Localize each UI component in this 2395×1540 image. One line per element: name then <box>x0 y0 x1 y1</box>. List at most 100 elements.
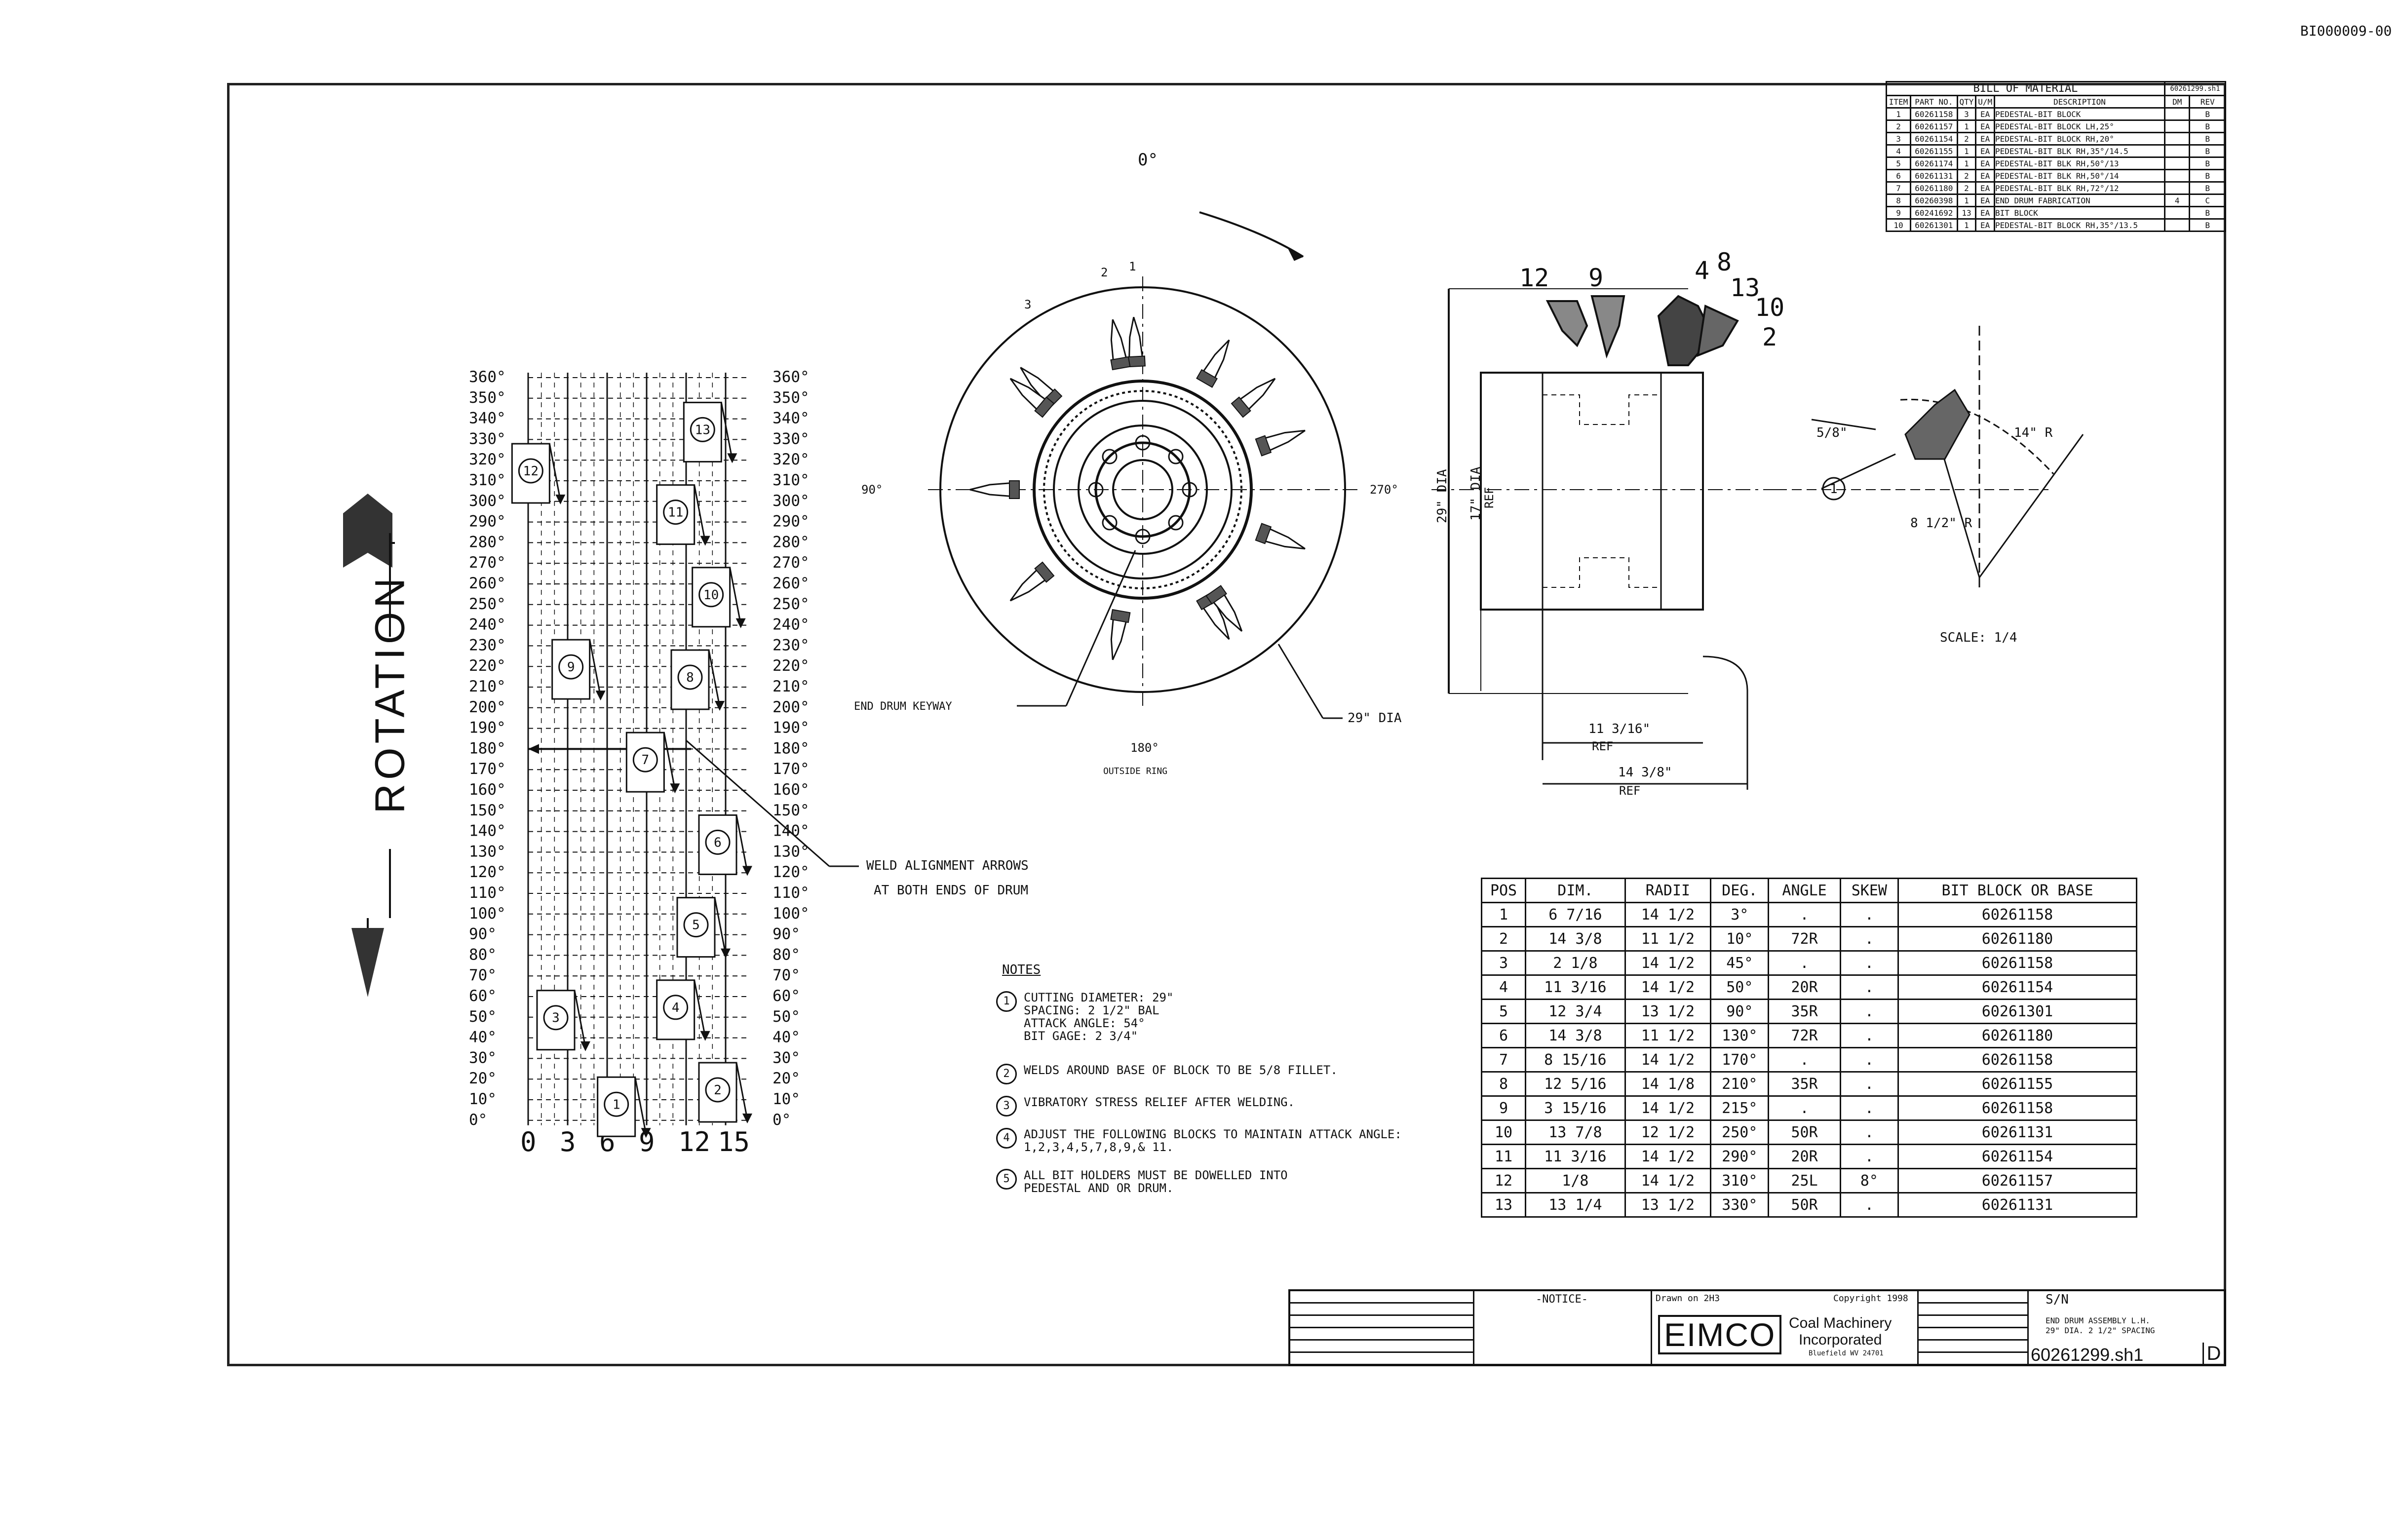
layout-marker-arrow-icon <box>595 691 606 701</box>
angle-label-left: 130° <box>469 843 506 860</box>
table-cell: 3 <box>1480 950 1527 976</box>
angle-label-left: 100° <box>469 905 506 923</box>
table-cell: 1 <box>1956 193 1977 207</box>
layout-marker-arrow-icon <box>641 1128 651 1138</box>
angle-label-left: 160° <box>469 781 506 799</box>
table-cell: PEDESTAL-BIT BLK RH,50°/13 <box>1994 156 2165 170</box>
layout-marker-circle <box>698 582 724 608</box>
drum-dia-label: 29" DIA <box>1348 711 1402 726</box>
table-cell: . <box>1839 999 1899 1024</box>
table-cell <box>2163 169 2191 183</box>
layout-marker-arrow-icon <box>700 1031 710 1041</box>
table-cell <box>2163 144 2191 158</box>
drum-bit-holders <box>969 317 1306 660</box>
table-cell: 7 <box>1885 181 1912 195</box>
layout-marker-circle <box>518 458 543 484</box>
x-axis-label: 12 <box>678 1126 710 1157</box>
pos-table-header: POS <box>1480 878 1527 903</box>
angle-label-right: 70° <box>773 966 800 984</box>
side-callout-12: 12 <box>1519 264 1549 292</box>
company-line3: Bluefield WV 24701 <box>1809 1349 1884 1357</box>
revision-grid <box>1290 1291 1474 1364</box>
table-cell: . <box>1839 1071 1899 1097</box>
drum-bit-13 <box>1196 339 1230 388</box>
angle-label-left: 110° <box>469 884 506 902</box>
layout-marker-1: 1 <box>597 1076 651 1138</box>
pos-table-header: DEG. <box>1710 878 1770 903</box>
layout-marker-arrow-icon <box>715 701 725 711</box>
layout-marker-5: 5 <box>676 897 731 959</box>
dia-leader <box>1277 644 1343 719</box>
table-cell: EA <box>1975 169 1995 183</box>
table-cell: 60261157 <box>1910 119 1958 133</box>
table-cell: 14 3/8 <box>1525 926 1626 952</box>
drum-bit-num-2: 2 <box>1101 266 1108 279</box>
table-cell: 60261155 <box>1897 1071 2138 1097</box>
table-cell: 11 1/2 <box>1624 926 1712 952</box>
drawing-border <box>227 83 2226 1366</box>
side-dia-29: 29" DIA <box>1435 469 1450 523</box>
drum-bit-base <box>1034 561 1055 583</box>
angle-label-left: 320° <box>469 451 506 468</box>
angle-label-right: 40° <box>773 1029 800 1046</box>
table-cell: 11 3/16 <box>1525 1144 1626 1169</box>
table-cell: 12 3/4 <box>1525 999 1626 1024</box>
drum-top-label: 0° <box>1138 150 1158 170</box>
layout-marker-leader <box>714 897 727 955</box>
angle-label-left: 240° <box>469 616 506 634</box>
table-cell: 60261158 <box>1897 902 2138 927</box>
angle-label-right: 150° <box>773 802 810 819</box>
table-cell: B <box>2189 206 2226 220</box>
drum-bit-base <box>1110 356 1131 371</box>
table-cell: 11 1/2 <box>1624 1023 1712 1048</box>
table-cell: 35R <box>1768 1071 1841 1097</box>
table-cell: . <box>1839 1119 1899 1145</box>
drum-bit-10 <box>1255 523 1306 550</box>
note-3-number: 3 <box>996 1096 1017 1116</box>
table-cell: 10° <box>1710 926 1770 952</box>
layout-marker-number: 7 <box>642 753 650 768</box>
table-cell: 6 <box>1480 1023 1527 1048</box>
layout-marker-2: 2 <box>698 1062 752 1123</box>
table-cell: 60261174 <box>1910 156 1958 170</box>
layout-marker-leader <box>574 990 586 1047</box>
table-cell: 1 <box>1885 107 1912 121</box>
table-cell: 20R <box>1768 1144 1841 1169</box>
table-cell: 3 <box>1885 132 1912 146</box>
layout-marker-6: 6 <box>698 814 752 876</box>
drum-bottom-label: 180° <box>1130 741 1159 755</box>
table-cell: 3° <box>1710 902 1770 927</box>
rotation-arrow-icon <box>343 494 395 997</box>
table-cell: . <box>1839 1144 1899 1169</box>
layout-marker-7: 7 <box>625 732 680 794</box>
note-1-text: CUTTING DIAMETER: 29"SPACING: 2 1/2" BAL… <box>1024 991 1174 1043</box>
angle-label-left: 50° <box>469 1008 497 1026</box>
angle-label-left: 290° <box>469 513 506 531</box>
table-cell: 4 <box>2163 193 2191 207</box>
angle-label-left: 150° <box>469 802 506 819</box>
bit-layout-chart: 360°360°350°350°340°340°330°330°320°320°… <box>469 368 810 1157</box>
revision-letter: D <box>2202 1343 2224 1365</box>
table-cell: . <box>1839 950 1899 976</box>
drum-bit-num-1: 1 <box>1129 260 1136 273</box>
angle-label-right: 50° <box>773 1008 800 1026</box>
table-cell: B <box>2189 169 2226 183</box>
table-cell <box>2163 156 2191 170</box>
bom-header: U/M <box>1975 95 1995 109</box>
drum-bit-4 <box>1009 378 1055 418</box>
angle-label-left: 60° <box>469 987 497 1005</box>
angle-label-left: 90° <box>469 925 497 943</box>
angle-label-right: 110° <box>773 884 810 902</box>
drum-bottom-sub: OUTSIDE RING <box>1103 766 1167 776</box>
table-cell <box>2163 206 2191 220</box>
table-cell: 60261131 <box>1897 1119 2138 1145</box>
table-cell: . <box>1768 950 1841 976</box>
table-cell: 60260398 <box>1910 193 1958 207</box>
angle-label-left: 30° <box>469 1049 497 1067</box>
